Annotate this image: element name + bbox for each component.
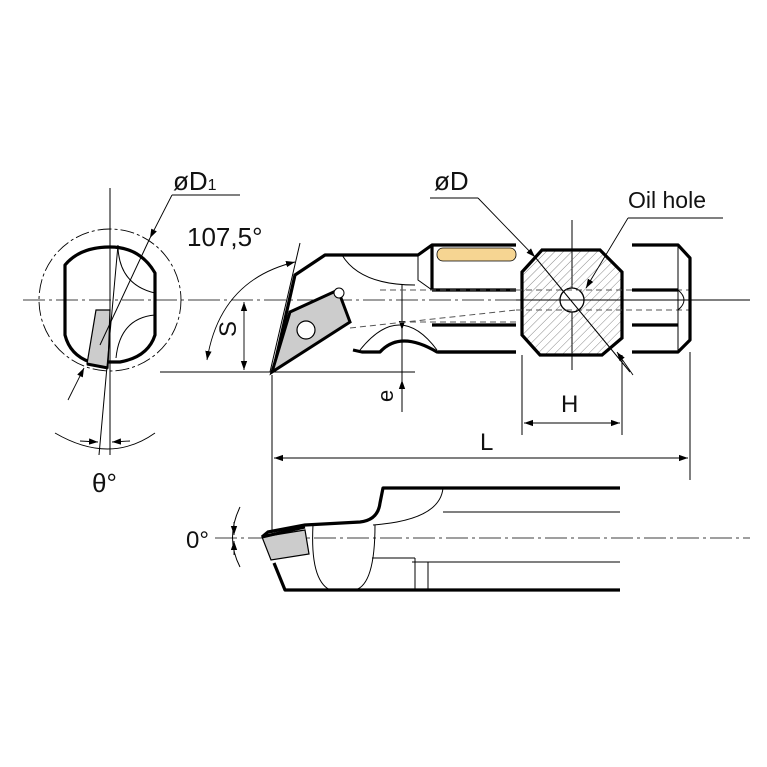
side-view: 0° [186, 486, 750, 592]
theta-label: θ° [92, 468, 117, 498]
l-label: L [480, 429, 493, 456]
rake-label: 0° [186, 527, 209, 554]
end-view-left: θ° øD1 [23, 166, 240, 498]
insert-hole [296, 320, 316, 340]
insert-side [261, 529, 310, 561]
top-view: 107,5° S e [160, 222, 517, 412]
oil-slot [436, 247, 517, 262]
insert-end [86, 309, 111, 369]
bar-section-outline [63, 245, 157, 364]
cross-section: øD Oil hole H [430, 166, 750, 435]
end-view-right [632, 243, 692, 480]
s-label: S [215, 321, 242, 337]
length-dimension: L [271, 375, 688, 540]
d1-label: øD1 [173, 166, 217, 196]
e-label: e [373, 390, 398, 402]
d-label: øD [434, 166, 469, 196]
bar-side-outline [260, 486, 620, 539]
angle-label: 107,5° [187, 222, 262, 252]
oil-hole-label: Oil hole [628, 187, 706, 213]
h-label: H [561, 391, 578, 418]
